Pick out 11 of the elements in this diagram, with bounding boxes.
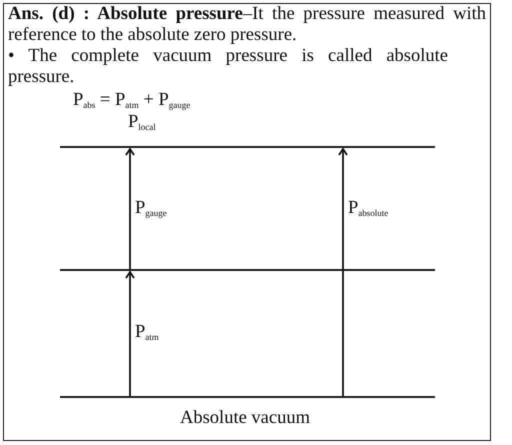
note-paragraph: • The complete vacuum pressure is called absolute pressure. (8, 46, 448, 88)
level-line (60, 269, 435, 271)
baseline-caption: Absolute vacuum (180, 408, 310, 429)
level-line (60, 396, 435, 398)
level-line (60, 146, 435, 148)
level-label: P$_{local}$ (128, 112, 156, 134)
arrow (125, 148, 135, 269)
formula-text: P$_{abs}$ = P$_{atm}$ + P$_{gauge}$ (73, 90, 190, 112)
arrow (338, 148, 348, 396)
answer-paragraph: Ans. (d) : Absolute pressure–It the pressure measured with reference to the absolute zero pressure. (8, 4, 486, 46)
arrow (125, 271, 135, 396)
